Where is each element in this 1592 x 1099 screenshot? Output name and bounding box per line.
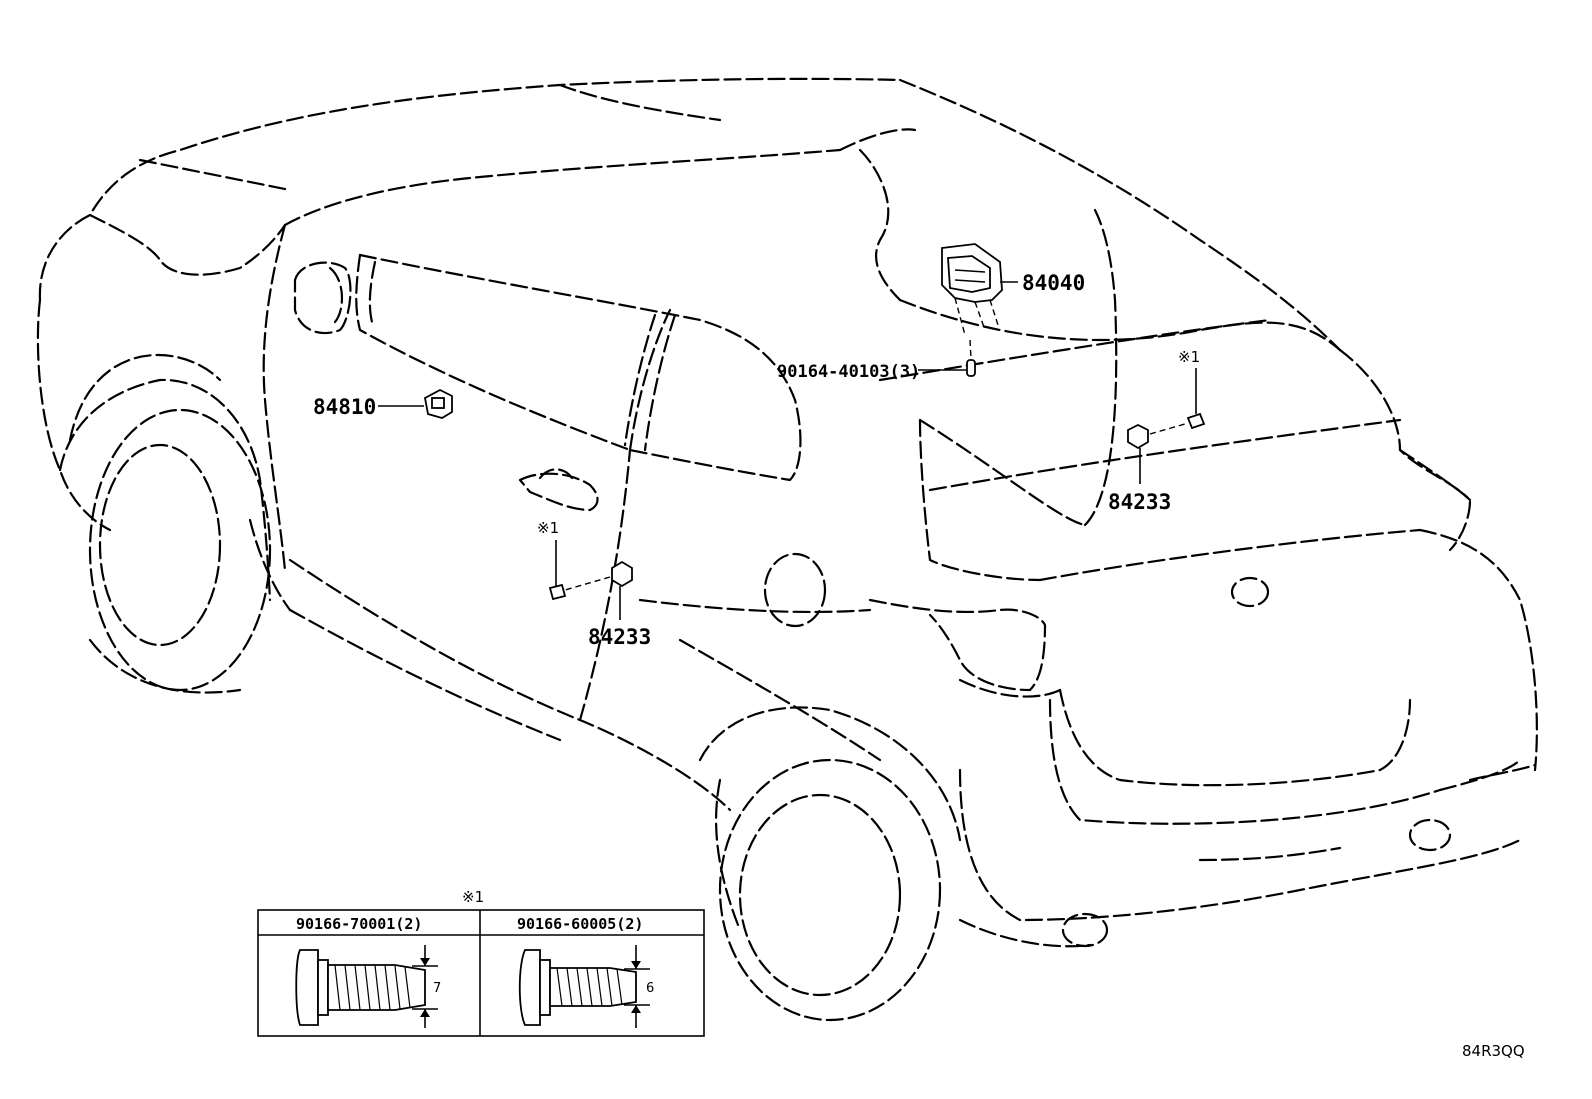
table-header-col1: 90166-70001(2)	[296, 915, 422, 933]
screw-90164-part	[966, 339, 976, 377]
dimension-col1: 7	[433, 981, 441, 996]
callout-90164: 90164-40103(3)	[777, 362, 920, 382]
dimension-col2: 6	[646, 981, 654, 996]
sensor-84040-part	[941, 243, 1003, 336]
callout-84810: 84810	[313, 395, 376, 419]
bolt-90166-60005-illustration	[518, 945, 650, 1028]
table-mark: ※1	[462, 888, 484, 906]
vehicle-outline	[36, 77, 1538, 1022]
callout-mark-right: ※1	[1178, 348, 1200, 366]
bolt-90166-70001-illustration	[295, 945, 438, 1028]
table-header-col2: 90166-60005(2)	[517, 915, 643, 933]
callout-84233-right: 84233	[1108, 490, 1171, 514]
switch-84233-left-part	[548, 560, 633, 601]
callout-84233-left: 84233	[588, 625, 651, 649]
switch-84233-right-part	[1127, 412, 1206, 450]
fastener-table: ※1 90166-70001(2) 90166-60005(2) 7	[257, 888, 705, 1037]
diagram-code: 84R3QQ	[1462, 1042, 1525, 1060]
callout-mark-left: ※1	[537, 519, 559, 537]
callout-84040: 84040	[1022, 271, 1085, 295]
switch-84810-part	[423, 388, 453, 419]
